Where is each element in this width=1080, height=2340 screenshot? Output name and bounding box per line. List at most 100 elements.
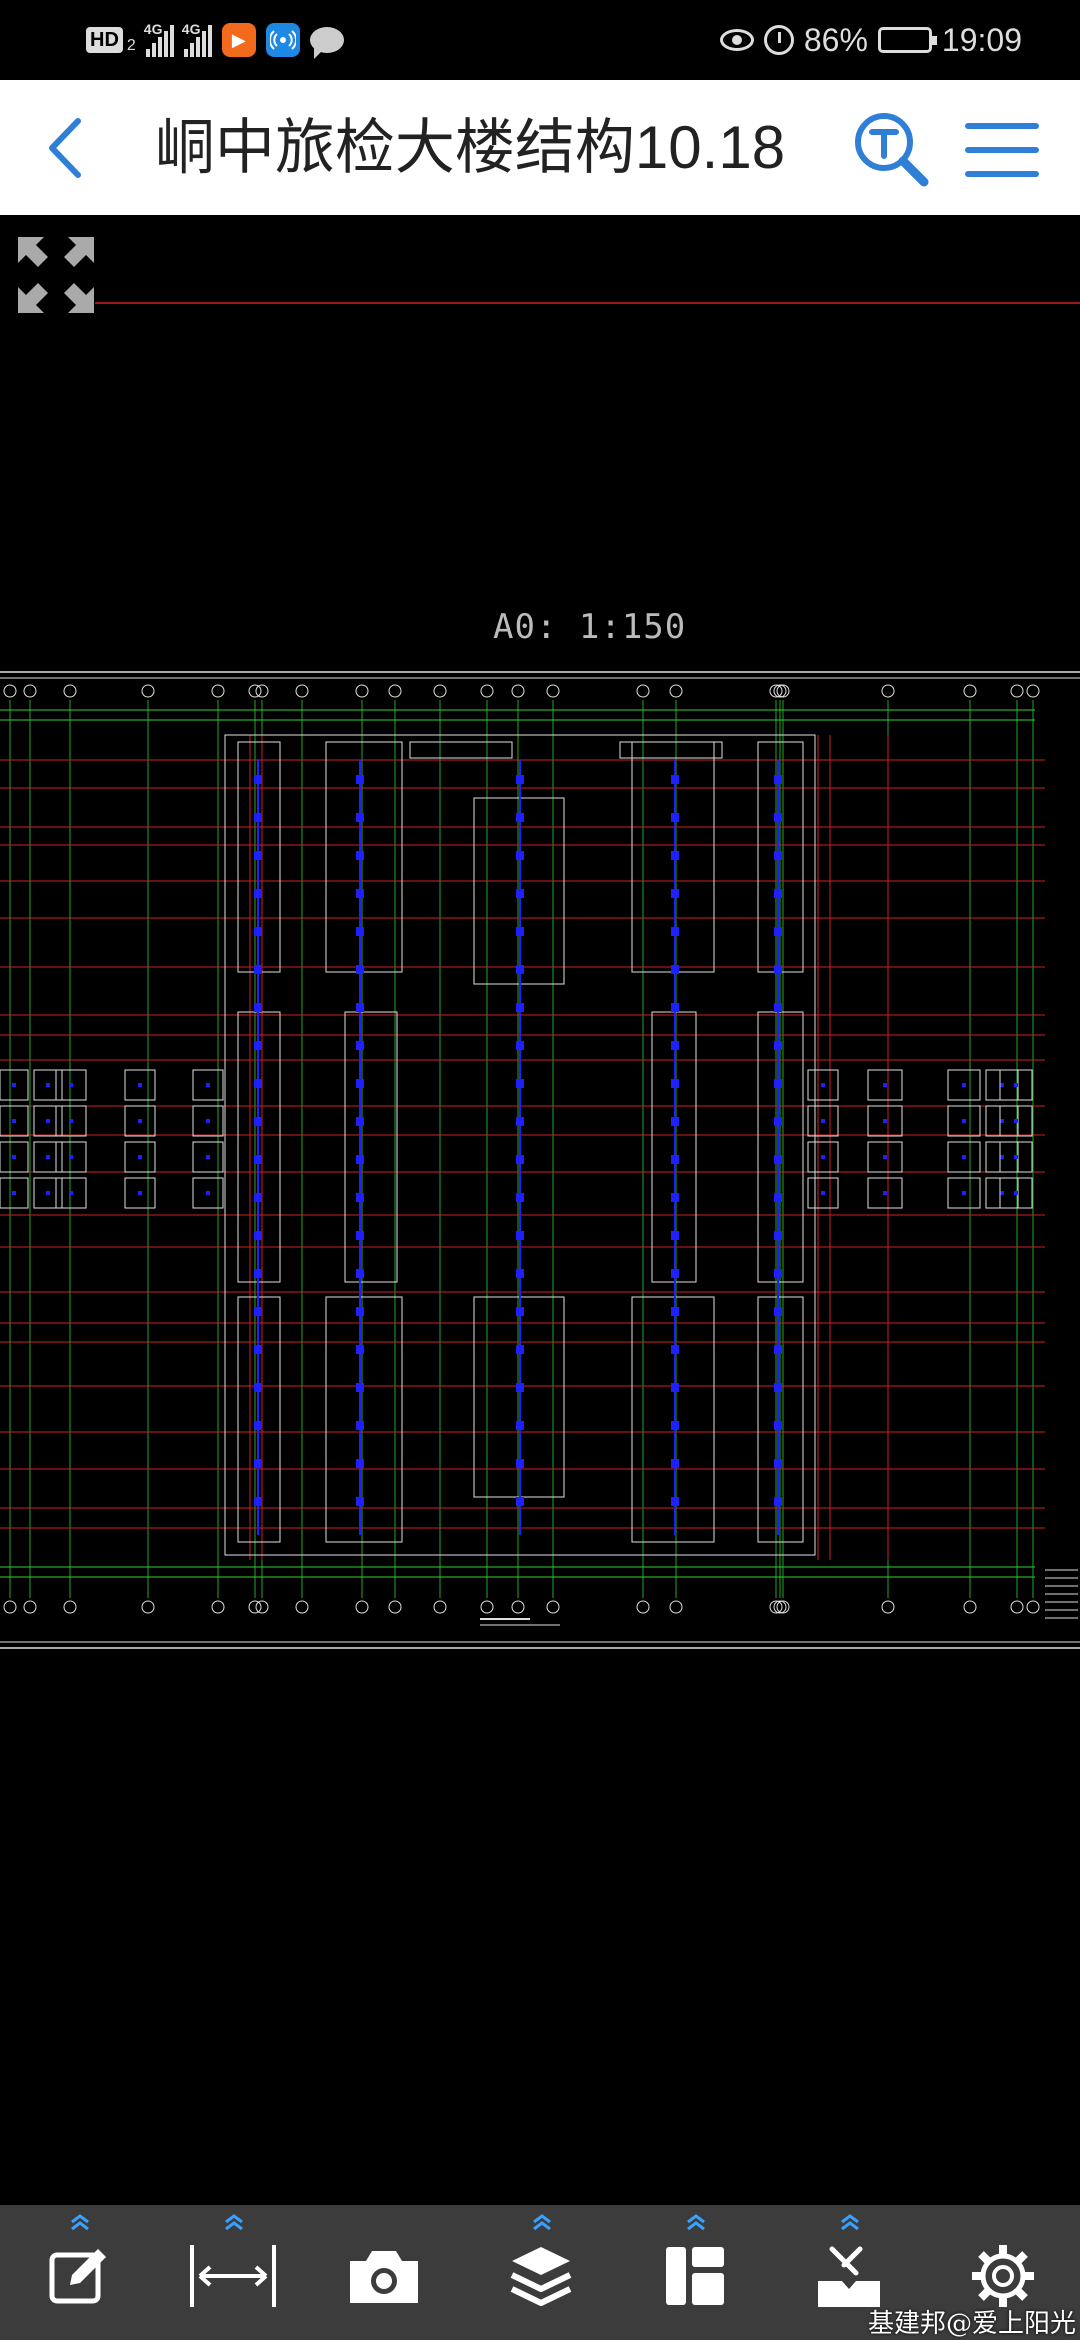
cad-column [671,1155,679,1164]
settings-button[interactable] [950,2205,1060,2340]
cad-column [671,1459,679,1468]
cad-column [356,1231,364,1240]
layers-tool-button[interactable] [486,2205,596,2340]
cad-pile-cap [0,1177,29,1209]
menu-button[interactable] [962,118,1042,182]
cad-column [516,1421,524,1430]
cad-pile [883,1191,887,1195]
cad-pile [1014,1155,1018,1159]
cad-column [254,1307,262,1316]
cad-column [254,775,262,784]
toolbox-tool-button[interactable] [794,2205,904,2340]
cad-outline [757,1011,804,1283]
cad-column [516,927,524,936]
cad-pile [962,1119,966,1123]
cad-column [671,1193,679,1202]
edit-icon [49,2249,106,2304]
cad-pile [1014,1191,1018,1195]
cad-column [254,1421,262,1430]
text-search-button[interactable] [852,110,930,188]
cad-drawing[interactable] [0,215,1080,2205]
cad-column [774,1155,782,1164]
screenshot-tool-button[interactable] [330,2205,440,2340]
cad-column [356,1345,364,1354]
layout-icon [666,2247,724,2305]
cad-axis-bubble [63,684,77,698]
cad-column [774,1345,782,1354]
cad-pile [69,1119,73,1123]
cad-axis-bubble [881,684,895,698]
cad-pile-cap [124,1105,156,1137]
cad-pile [12,1155,16,1159]
cad-axis-bubble [211,1600,225,1614]
cad-pile-cap [192,1069,224,1101]
cad-pile-cap [867,1105,903,1137]
cad-column [671,1231,679,1240]
cad-pile-cap [947,1105,981,1137]
cad-axis-bubble [433,684,447,698]
cad-axis-bubble [248,684,262,698]
cad-column [254,1041,262,1050]
measure-tool-button[interactable] [178,2205,288,2340]
cad-pile [138,1083,142,1087]
cad-pile-cap [947,1069,981,1101]
cad-column [774,965,782,974]
scale-label: A0: 1:150 [493,607,687,647]
cad-pile-cap [33,1105,63,1137]
cad-column [774,889,782,898]
eye-comfort-icon [719,29,754,51]
cad-outline [325,1296,403,1543]
cad-axis-bubble [248,1600,262,1614]
cad-outline [757,1296,804,1543]
cad-column [671,813,679,822]
cad-pile-cap [999,1069,1033,1101]
cad-pile [883,1119,887,1123]
expand-up-icon [687,2214,705,2231]
cad-column [254,889,262,898]
cad-column [254,1079,262,1088]
cad-column [516,965,524,974]
cad-pile [69,1155,73,1159]
cad-axis-bubble [511,1600,525,1614]
hd-badge: HD [86,27,123,53]
drawing-canvas[interactable]: A0: 1:150 [0,215,1080,2205]
cad-pile [138,1155,142,1159]
cad-pile [46,1083,50,1087]
cad-column [516,1117,524,1126]
cad-pile [46,1119,50,1123]
cad-column [516,1497,524,1506]
cad-axis-bubble [480,684,494,698]
cad-axis-bubble [255,1600,269,1614]
cad-pile-cap [192,1141,224,1173]
cad-column [671,927,679,936]
cad-column [671,1041,679,1050]
cad-axis-bubble [388,1600,402,1614]
cad-pile-cap [999,1177,1033,1209]
cad-column [774,1193,782,1202]
layout-tool-button[interactable] [640,2205,750,2340]
cad-pile [138,1119,142,1123]
cad-pile [821,1155,825,1159]
cad-column [254,1383,262,1392]
annotate-tool-button[interactable] [24,2205,134,2340]
cad-column [356,851,364,860]
cad-pile-cap [0,1105,29,1137]
measure-icon [190,2245,276,2307]
cad-column [774,1231,782,1240]
cad-pile [883,1155,887,1159]
cad-column [356,889,364,898]
back-button[interactable] [30,110,100,186]
app-header: 峒中旅检大楼结构10.18 [0,80,1080,215]
cad-column [774,813,782,822]
cad-column [671,851,679,860]
page-title: 峒中旅检大楼结构10.18 [154,114,786,181]
cad-column [774,1459,782,1468]
cad-column [516,1231,524,1240]
cad-pile [821,1119,825,1123]
fullscreen-button[interactable] [14,233,98,317]
cad-pile [821,1083,825,1087]
cad-column [671,1345,679,1354]
cad-pile [1014,1083,1018,1087]
cad-column [774,851,782,860]
gear-icon [972,2245,1034,2307]
